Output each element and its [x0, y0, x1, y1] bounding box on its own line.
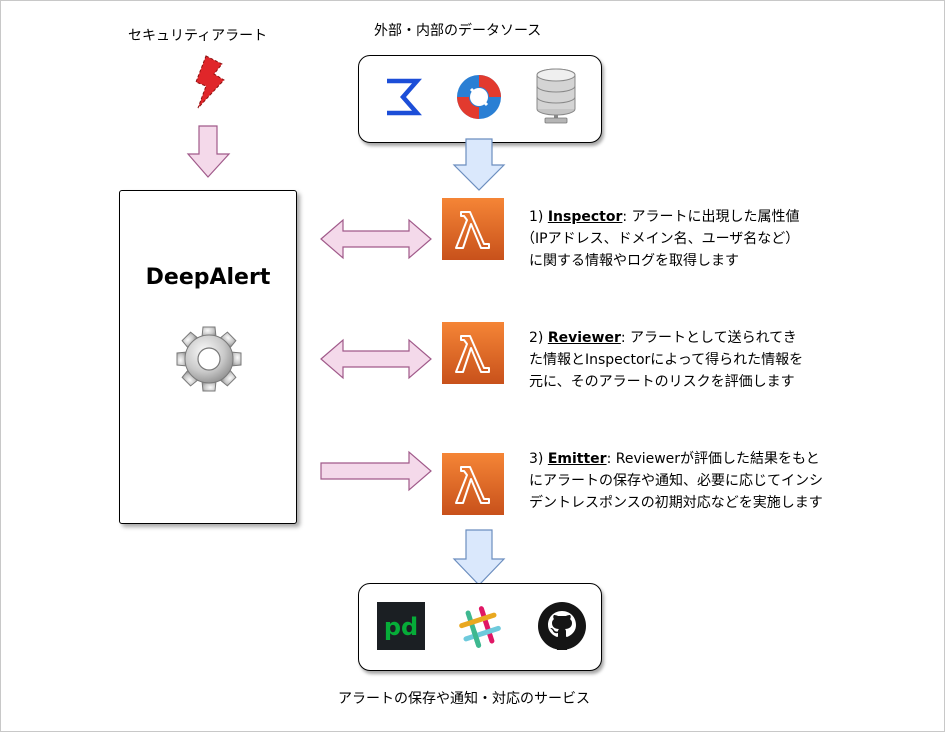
lightning-icon — [195, 55, 225, 109]
inspector-line1: 1) Inspector: アラートに出現した属性値 — [529, 206, 800, 228]
reviewer-name: Reviewer — [547, 330, 621, 346]
emitter-arrow — [320, 450, 432, 492]
deepalert-title: DeepAlert — [145, 265, 271, 290]
services-box: pd — [358, 583, 602, 671]
inspector-double-arrow — [320, 218, 432, 260]
inspector-text3: に関する情報やログを取得します — [529, 253, 739, 269]
security-alert-label: セキュリティアラート — [128, 28, 268, 44]
pagerduty-logo-text: pd — [384, 613, 418, 641]
emitter-text2: にアラートの保存や通知、必要に応じてインシ — [529, 473, 823, 489]
emitter-text1: : Reviewerが評価した結果をもと — [606, 451, 820, 467]
emitter-text3: デントレスポンスの初期対応などを実施します — [529, 495, 823, 511]
reviewer-text3: 元に、そのアラートのリスクを評価します — [529, 374, 795, 390]
reviewer-line1: 2) Reviewer: アラートとして送られてき — [529, 327, 803, 349]
emitter-line1: 3) Emitter: Reviewerが評価した結果をもと — [529, 448, 823, 470]
threat-intel-icon — [457, 75, 501, 119]
emitter-name: Emitter — [547, 451, 607, 467]
reviewer-double-arrow — [320, 338, 432, 380]
inspector-number: 1) — [529, 209, 544, 225]
pagerduty-icon: pd — [377, 602, 425, 650]
emitter-to-services-arrow — [452, 529, 506, 586]
inspector-description: 1) Inspector: アラートに出現した属性値 （IPアドレス、ドメイン名… — [521, 206, 800, 272]
inspector-text1: : アラートに出現した属性値 — [622, 209, 800, 225]
reviewer-text1: : アラートとして送られてき — [620, 330, 797, 346]
inspector-text2: （IPアドレス、ドメイン名、ユーザ名など） — [521, 231, 800, 247]
sources-to-inspector-arrow — [452, 138, 506, 191]
gear-icon — [176, 326, 242, 392]
output-services-label: アラートの保存や通知・対応のサービス — [338, 691, 590, 707]
emitter-lambda-icon — [442, 453, 504, 515]
emitter-number: 3) — [529, 451, 544, 467]
reviewer-number: 2) — [529, 330, 544, 346]
deepalert-box: DeepAlert — [119, 190, 297, 524]
inspector-lambda-icon — [442, 198, 504, 260]
github-icon — [538, 602, 586, 650]
slack-icon — [459, 606, 501, 648]
reviewer-lambda-icon — [442, 322, 504, 384]
reviewer-description: 2) Reviewer: アラートとして送られてき た情報とInspectorに… — [529, 327, 803, 393]
alert-to-deepalert-arrow — [186, 125, 231, 178]
inspector-name: Inspector — [547, 209, 623, 225]
sumo-logic-icon — [387, 78, 422, 116]
database-icon — [536, 68, 576, 124]
data-sources-box — [358, 55, 602, 143]
reviewer-text2: た情報とInspectorによって得られた情報を — [529, 352, 804, 368]
emitter-description: 3) Emitter: Reviewerが評価した結果をもと にアラートの保存や… — [529, 448, 823, 514]
data-sources-label: 外部・内部のデータソース — [374, 23, 542, 39]
